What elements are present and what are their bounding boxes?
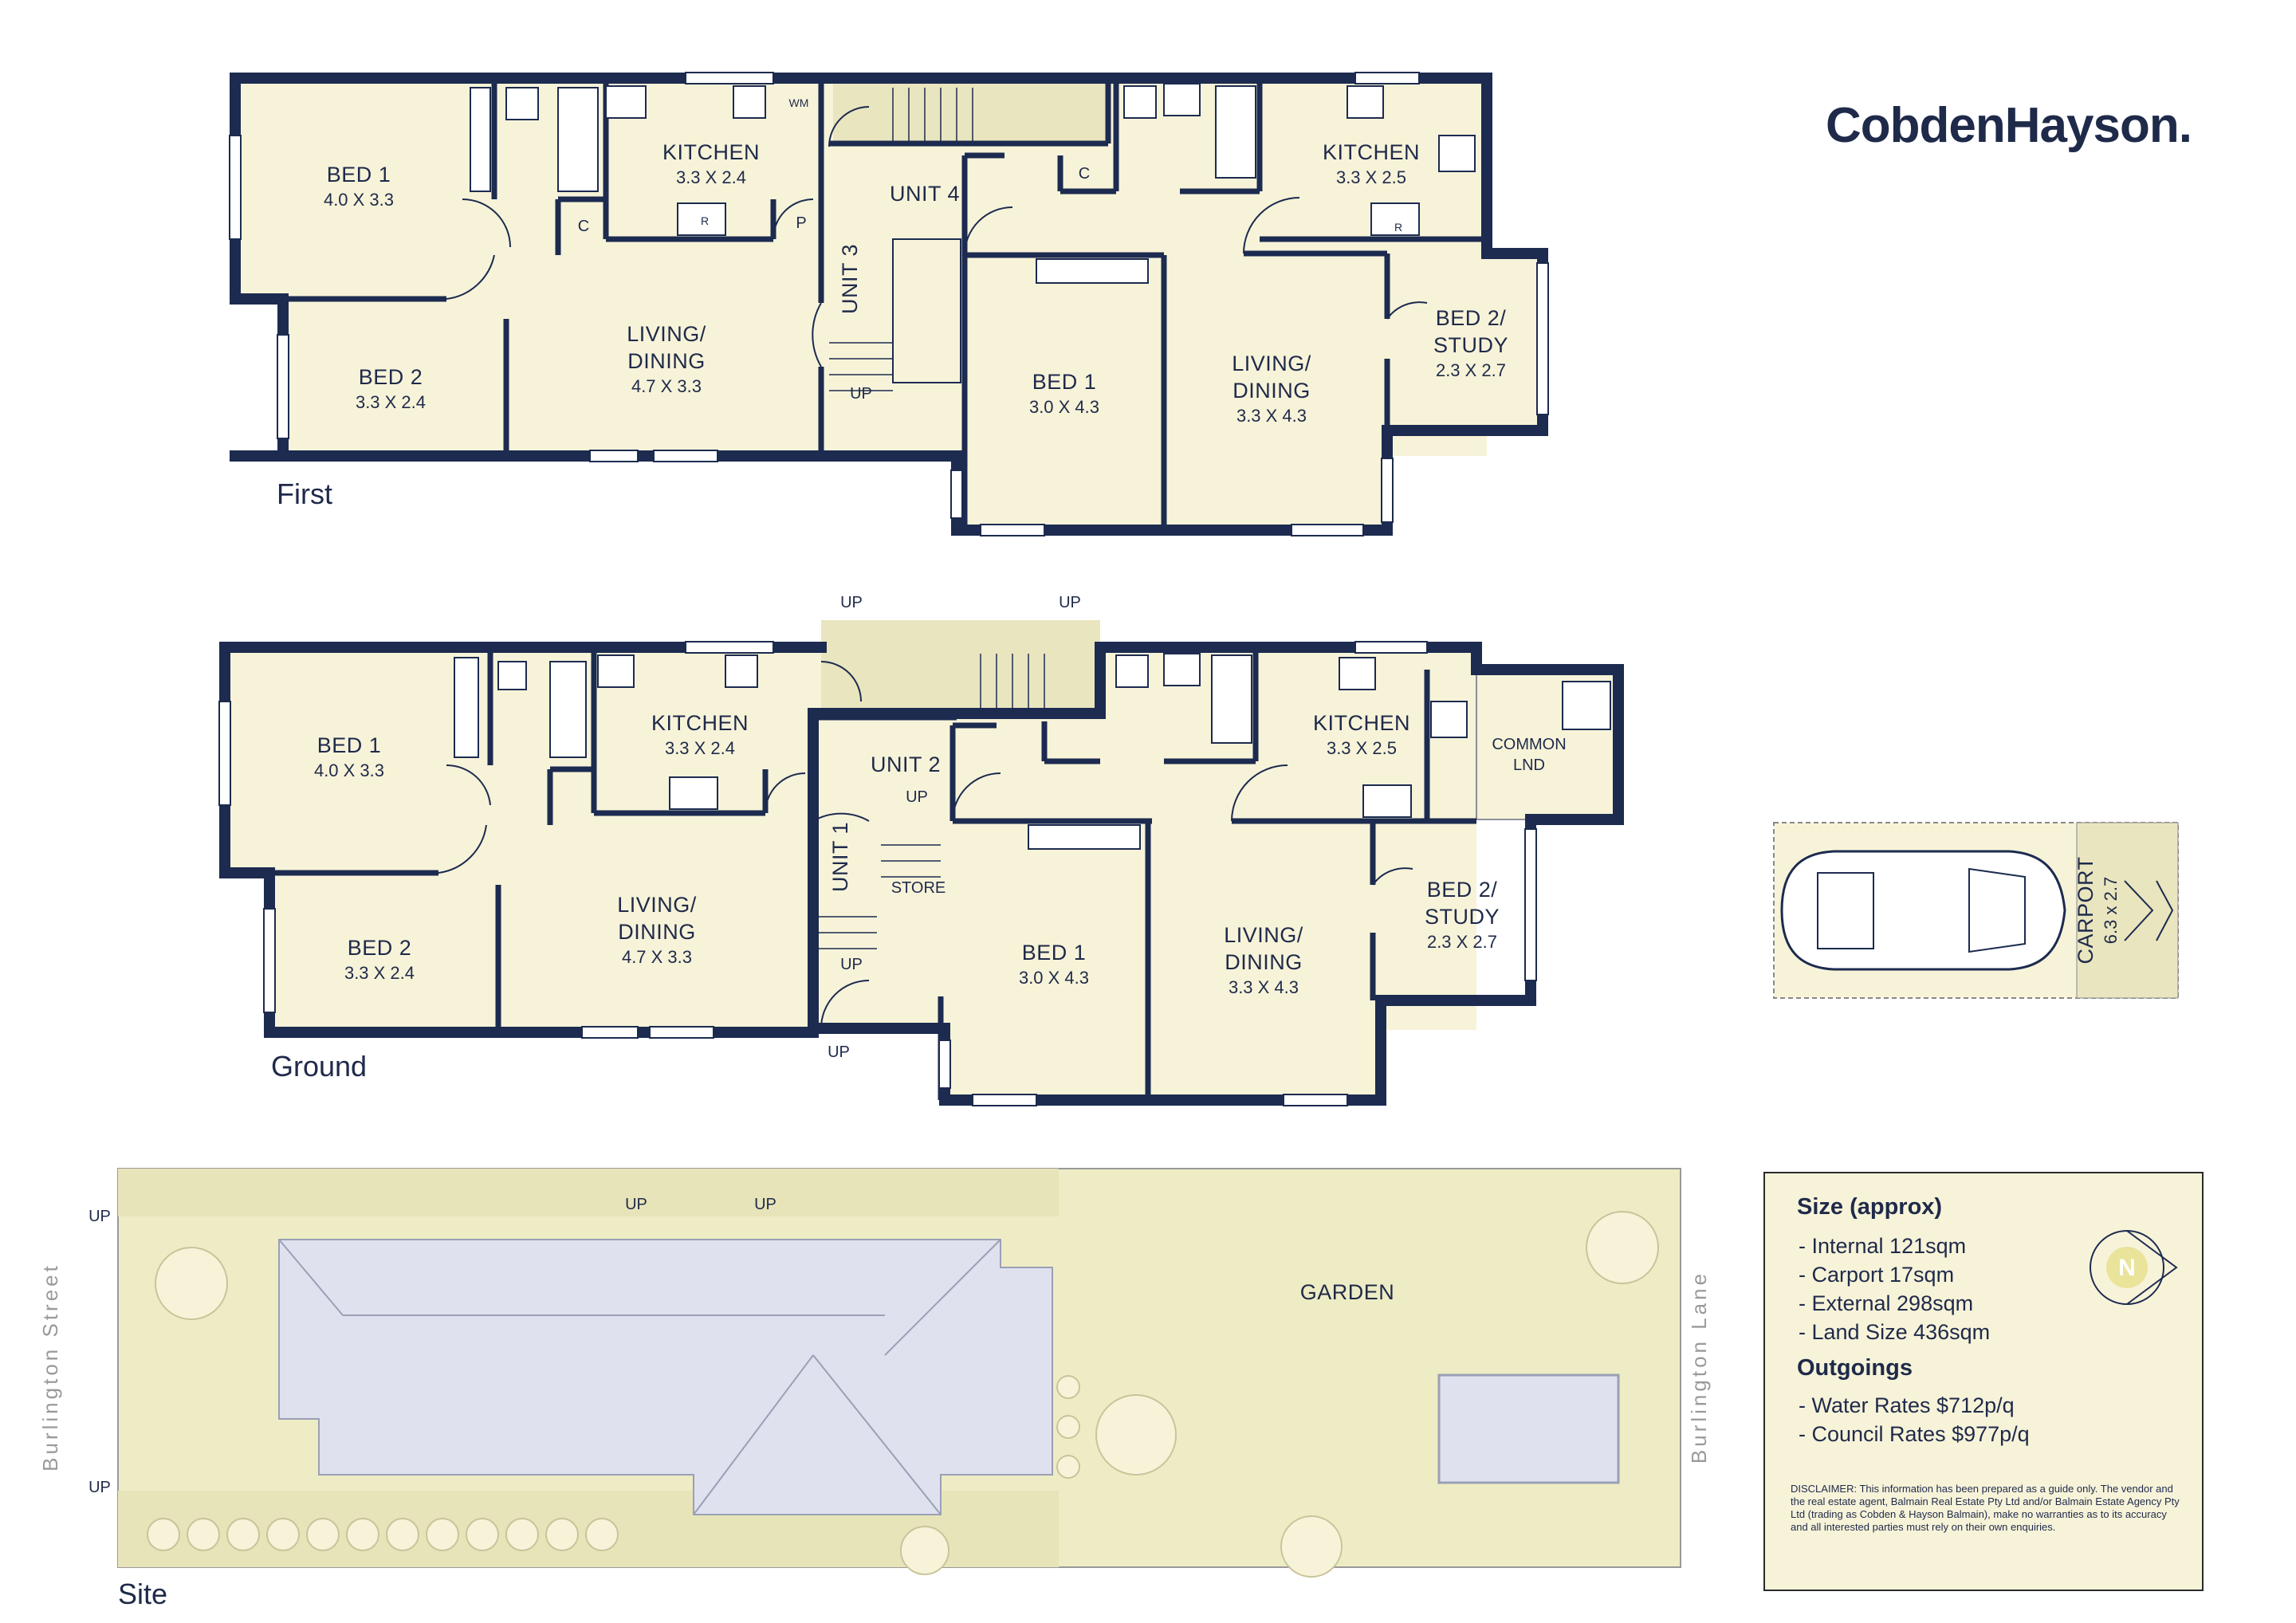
first-living2-label: LIVING/: [1232, 352, 1311, 375]
outgoing-item: - Water Rates $712p/q: [1799, 1393, 2015, 1417]
first-bed2b-dim: 2.3 X 2.7: [1436, 360, 1506, 380]
first-bed1b-dim: 3.0 X 4.3: [1029, 397, 1099, 417]
carport-dim: 6.3 x 2.7: [2101, 877, 2121, 944]
ground-bed1b-dim: 3.0 X 4.3: [1019, 968, 1089, 988]
ground-living-label: LIVING/: [617, 893, 697, 917]
ground-up-label-3: UP: [906, 788, 928, 806]
first-bed1-dim: 4.0 X 3.3: [324, 190, 394, 210]
compass-icon: N: [2090, 1230, 2178, 1305]
first-kitchen-label: KITCHEN: [662, 140, 760, 164]
site-up-label-1: UP: [625, 1196, 647, 1213]
first-bed2-dim: 3.3 X 2.4: [356, 392, 426, 412]
first-bed1b-label: BED 1: [1032, 370, 1097, 394]
first-kitchen2-dim: 3.3 X 2.5: [1336, 167, 1406, 187]
street-right-label: Burlington Lane: [1687, 1271, 1711, 1464]
first-up-label: UP: [850, 385, 872, 403]
ground-living2-label2: DINING: [1225, 950, 1303, 974]
carport: CARPORT 6.3 x 2.7: [1773, 822, 2179, 999]
site-up-label-4: UP: [88, 1479, 111, 1496]
size-item: - External 298sqm: [1799, 1291, 1974, 1315]
ground-bed2-dim: 3.3 X 2.4: [344, 963, 415, 983]
first-bed1-label: BED 1: [327, 163, 391, 187]
street-left-label: Burlington Street: [38, 1263, 62, 1472]
unit2-label: UNIT 2: [871, 753, 941, 776]
brand-logo: CobdenHayson.: [1826, 98, 2192, 153]
ground-kitchen2-label: KITCHEN: [1313, 711, 1410, 735]
unit4-label: UNIT 4: [890, 182, 960, 206]
first-wm-label: WM: [789, 96, 809, 109]
first-kitchen-dim: 3.3 X 2.4: [676, 167, 746, 187]
unit3-label: UNIT 3: [838, 244, 862, 314]
property-info-panel: Size (approx) - Internal 121sqm - Carpor…: [1763, 1172, 2204, 1591]
ground-up-label-5: UP: [828, 1043, 850, 1061]
size-item: - Land Size 436sqm: [1799, 1320, 1991, 1344]
size-heading: Size (approx): [1797, 1194, 1943, 1220]
ground-living2-dim: 3.3 X 4.3: [1229, 977, 1299, 997]
first-r2-label: R: [1394, 221, 1402, 234]
carport-label: CARPORT: [2074, 856, 2097, 964]
ground-floor-label: Ground: [271, 1050, 367, 1083]
store-label: STORE: [891, 879, 946, 897]
ground-bed1-label: BED 1: [317, 733, 382, 757]
ground-kitchen-label: KITCHEN: [651, 711, 749, 735]
ground-up-label-2: UP: [1059, 594, 1081, 611]
compass-letter: N: [2118, 1255, 2136, 1281]
site-up-label-3: UP: [88, 1208, 111, 1225]
disclaimer-text: DISCLAIMER: This information has been pr…: [1791, 1483, 2180, 1533]
house-roof: [278, 1239, 1053, 1515]
first-r-label: R: [701, 214, 709, 227]
outgoings-heading: Outgoings: [1797, 1355, 1913, 1381]
ground-bed2b-label: BED 2/: [1427, 878, 1498, 902]
first-bed2b-label2: STUDY: [1433, 333, 1508, 357]
site-up-label-2: UP: [754, 1196, 776, 1213]
site-label: Site: [118, 1578, 167, 1610]
first-kitchen2-label: KITCHEN: [1323, 140, 1420, 164]
garden-label: GARDEN: [1300, 1280, 1395, 1304]
common-label: COMMON: [1492, 736, 1566, 753]
ground-floor-plan: BED 1 4.0 X 3.3 BED 2 3.3 X 2.4 KITCHEN …: [218, 594, 1624, 1106]
size-item: - Carport 17sqm: [1799, 1263, 1955, 1287]
ground-kitchen2-dim: 3.3 X 2.5: [1327, 738, 1397, 758]
first-living-label2: DINING: [627, 349, 706, 373]
ground-living-dim: 4.7 X 3.3: [622, 947, 692, 967]
ground-bed1b-label: BED 1: [1022, 941, 1087, 965]
size-item: - Internal 121sqm: [1799, 1234, 1967, 1258]
tree-icons: [147, 1211, 1659, 1578]
first-bed2b-label: BED 2/: [1436, 306, 1507, 330]
first-c2-label: C: [1079, 165, 1090, 183]
ground-bed2b-label2: STUDY: [1425, 905, 1500, 929]
first-living2-dim: 3.3 X 4.3: [1236, 406, 1307, 426]
first-floor-label: First: [277, 477, 332, 510]
ground-living-label2: DINING: [618, 920, 696, 944]
ground-up-label-1: UP: [840, 594, 863, 611]
site-plan: GARDEN UP UP UP UP Burlington Street Bur…: [38, 1168, 1711, 1610]
first-p-label: P: [796, 214, 806, 232]
first-c-label: C: [578, 218, 589, 235]
first-living2-label2: DINING: [1233, 379, 1311, 403]
ground-bed2b-dim: 2.3 X 2.7: [1427, 932, 1497, 952]
car-icon: [1780, 850, 2066, 971]
ground-living2-label: LIVING/: [1224, 923, 1303, 947]
first-floor-plan: BED 1 4.0 X 3.3 BED 2 3.3 X 2.4 KITCHEN …: [229, 72, 1610, 536]
ground-kitchen-dim: 3.3 X 2.4: [665, 738, 735, 758]
first-living-label: LIVING/: [627, 322, 706, 346]
outgoing-item: - Council Rates $977p/q: [1799, 1422, 2030, 1446]
unit1-label: UNIT 1: [828, 822, 852, 892]
first-bed2-label: BED 2: [359, 365, 423, 389]
first-living-dim: 4.7 X 3.3: [631, 376, 702, 396]
ground-up-label-4: UP: [840, 956, 863, 973]
lnd-label: LND: [1513, 756, 1545, 774]
ground-bed2-label: BED 2: [348, 936, 412, 960]
ground-bed1-dim: 4.0 X 3.3: [314, 760, 384, 780]
